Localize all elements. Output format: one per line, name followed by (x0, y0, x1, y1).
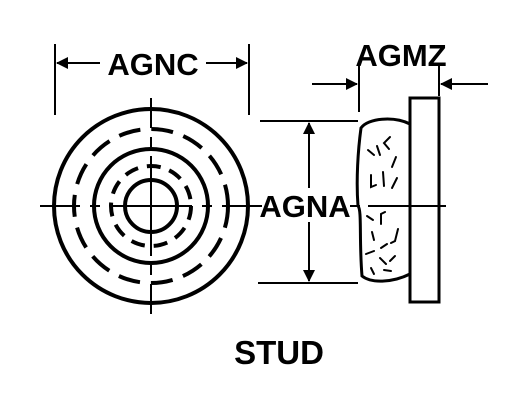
diagram-title: STUD (234, 334, 324, 371)
agnc-label: AGNC (107, 47, 198, 82)
agna-dimension (258, 120, 358, 284)
agmz-label: AGMZ (355, 38, 446, 73)
pad-texture (365, 136, 399, 275)
front-centerlines (40, 98, 262, 314)
agmz-dimension (312, 64, 488, 112)
stud-pad-outline (355, 117, 412, 283)
stud-flange (408, 96, 441, 304)
agna-label: AGNA (259, 189, 350, 224)
agnc-dimension (54, 44, 250, 115)
